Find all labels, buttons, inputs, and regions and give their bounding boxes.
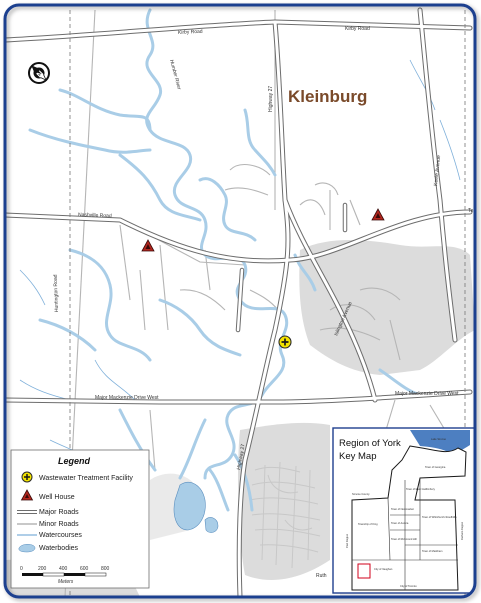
inset-lake-simcoe [410,430,470,453]
road-label-teston: Testo [468,208,480,214]
inset-label-markham: Town of Markham [422,549,442,553]
inset-label-vaughan: City of Vaughan [374,567,393,571]
inset-kleinburg-locator [357,563,371,579]
inset-label-simcoe-county: Simcoe County [352,492,370,496]
legend-item-major-roads: Major Roads [17,509,79,516]
inset-region-outline [351,445,467,591]
legend-label-major-roads: Major Roads [39,509,79,516]
scale-bar: 0 200 400 600 800 Meters [20,566,110,585]
legend-label-wastewater: Wastewater Treatment Facility [39,475,133,482]
scale-tick-2: 400 [59,566,68,572]
inset-label-toronto: City of Toronto [400,584,417,588]
scale-tick-4: 800 [101,566,110,572]
inset-subtitle: Key Map [339,451,377,462]
inset-label-east-gwillimbury: Town of East Gwillimbury [406,487,436,491]
inset-label-aurora: Town of Aurora [391,521,409,525]
legend-item-wastewater: Wastewater Treatment Facility [21,471,133,483]
inset-label-richmond-hill: Town of Richmond Hill [391,537,417,541]
legend-label-well-house: Well House [39,494,75,501]
road-label-kirby-left: Kirby Road [178,29,203,36]
legend-title: Legend [58,456,91,466]
inset-label-king: Township of King [358,522,378,526]
well-house-marker[interactable] [371,208,385,221]
scale-unit: Meters [58,579,74,585]
road-label-highway27-north: Highway 27 [268,86,274,112]
road-label-major-mackenzie-west: Major Mackenzie Drive West [95,395,159,401]
svg-text:N: N [35,69,46,80]
scale-tick-0: 0 [20,566,23,572]
legend-box [10,449,150,589]
town-label-kleinburg: Kleinburg [288,87,367,106]
map-area[interactable]: Kirby Road Kirby Road Nashville Road Hun… [5,5,480,597]
legend-label-waterbodies: Waterbodies [39,545,79,552]
legend-item-watercourses: Watercourses [17,532,82,539]
inset-label-whitchurch: Town of Whitchurch-Stouffville [422,515,457,519]
residential-streets-south [249,461,321,569]
legend: Legend Wastewater Treatment Facility Wel… [10,449,150,589]
inset-title: Region of York [339,438,401,449]
waterbodies [173,481,219,533]
inset-label-lake-simcoe: Lake Simcoe [431,437,447,441]
north-arrow: N [28,62,50,84]
well-house-marker[interactable] [141,239,155,252]
inset-label-newmarket: Town of Newmarket [391,507,414,511]
scale-tick-1: 200 [38,566,47,572]
road-label-major-mackenzie-east: Major Mackenzie Drive West [395,391,459,397]
legend-item-minor-roads: Minor Roads [17,521,79,528]
legend-label-minor-roads: Minor Roads [39,521,79,528]
road-label-kirby-right: Kirby Road [345,26,370,32]
inset-label-durham: Durham Region [460,521,464,540]
road-label-highway27-south: Highway 27 [236,443,246,470]
road-label-rutherford: Ruth [316,573,327,579]
inset-label-georgina: Town of Georgina [425,465,446,469]
map-border [3,3,477,599]
legend-item-waterbodies: Waterbodies [18,544,79,553]
key-map-inset: Region of York Key Map Lake Simcoe Town … [332,427,475,594]
waterbody-icon [18,544,36,553]
inset-label-peel: Peel Region [345,533,349,548]
legend-label-watercourses: Watercourses [39,532,82,539]
major-roads [5,7,473,597]
road-label-huntington: Huntington Road [53,274,60,312]
wastewater-facility-marker[interactable] [278,335,292,349]
road-label-keele: Keele Avenue [433,155,442,186]
legend-item-well-house: Well House [20,489,75,501]
road-label-nashville: Nashville Road [78,212,112,219]
scale-tick-3: 600 [80,566,89,572]
